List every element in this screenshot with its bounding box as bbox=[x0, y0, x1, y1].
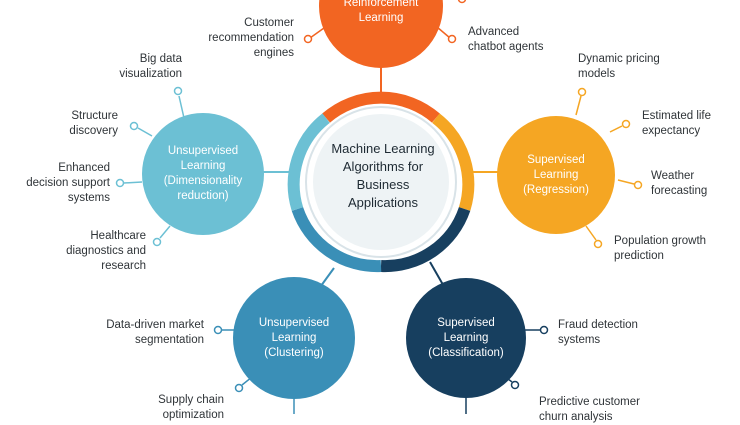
label-fraud-detection: Fraud detection systems bbox=[558, 319, 638, 346]
leaf-dot-population bbox=[593, 239, 603, 249]
leaf-dot-supply-chain bbox=[234, 383, 244, 393]
ring-segment-classification bbox=[380, 206, 471, 273]
node-clustering-label: Unsupervised Learning (Clustering) bbox=[258, 316, 330, 359]
label-market-segmentation: Data-driven market segmentation bbox=[106, 319, 204, 346]
ring-segment-dimensionality bbox=[287, 113, 330, 211]
ring-segment-reinforcement bbox=[322, 91, 440, 123]
leaf-dot-chatbot bbox=[447, 34, 457, 44]
leaf-dot-healthcare bbox=[152, 237, 162, 247]
leaf-dot-big-data bbox=[173, 86, 183, 96]
diagram-canvas: Machine Learning Algorithms for Business… bbox=[26, 0, 712, 423]
ring-segment-clustering bbox=[291, 206, 382, 273]
node-unsupervised-dimensionality: Unsupervised Learning (Dimensionality re… bbox=[142, 113, 264, 235]
leaf-dot-weather bbox=[633, 180, 643, 190]
label-decision-support: Enhanced decision support systems bbox=[26, 162, 110, 204]
label-customer-recommendation: Customer recommendation engines bbox=[208, 17, 294, 59]
label-churn-analysis: Predictive customer churn analysis bbox=[539, 396, 640, 423]
node-supervised-regression: Supervised Learning (Regression) bbox=[497, 116, 615, 234]
leaf-line-healthcare bbox=[159, 225, 171, 239]
leaf-dot-segmentation bbox=[213, 325, 223, 335]
leaf-line-customer-rec bbox=[309, 27, 325, 39]
leaf-dot-customer-rec bbox=[303, 34, 313, 44]
leaf-dot-decision-support bbox=[115, 178, 125, 188]
node-dimensionality-label: Unsupervised Learning (Dimensionality re… bbox=[163, 145, 243, 202]
leaf-dot-churn bbox=[510, 380, 520, 390]
leaf-line-big-data bbox=[178, 95, 185, 119]
node-classification-label: Supervised Learning (Classification) bbox=[428, 316, 504, 359]
leaf-dot-structure bbox=[129, 121, 139, 131]
leaf-dot-fraud bbox=[539, 325, 549, 335]
label-weather-forecasting: Weather forecasting bbox=[651, 170, 708, 197]
leaf-dot-dynamic-pricing bbox=[577, 87, 587, 97]
label-population-growth: Population growth prediction bbox=[614, 235, 707, 262]
label-healthcare-diagnostics: Healthcare diagnostics and research bbox=[66, 230, 146, 272]
node-reinforcement-label: Reinforcement Learning bbox=[343, 0, 419, 24]
leaf-line-decision-support bbox=[123, 181, 143, 184]
leaf-line-weather bbox=[617, 179, 635, 185]
leaf-dot-life-expectancy bbox=[621, 119, 631, 129]
center-title: Machine Learning Algorithms for Business… bbox=[331, 141, 435, 210]
connector-layer bbox=[115, 0, 643, 414]
label-life-expectancy: Estimated life expectancy bbox=[642, 110, 712, 137]
node-regression-label: Supervised Learning (Regression) bbox=[523, 153, 589, 196]
ring-segment-regression bbox=[432, 113, 475, 211]
leaf-line-population bbox=[585, 225, 597, 241]
label-dynamic-pricing: Dynamic pricing models bbox=[578, 53, 660, 80]
label-chatbot-agents: Advanced chatbot agents bbox=[468, 26, 544, 53]
label-supply-chain: Supply chain optimization bbox=[158, 394, 224, 421]
node-supervised-classification: Supervised Learning (Classification) bbox=[406, 278, 526, 398]
leaf-dot-reinforcement-top bbox=[457, 0, 467, 4]
node-unsupervised-clustering: Unsupervised Learning (Clustering) bbox=[233, 277, 355, 399]
center-disc bbox=[313, 114, 449, 250]
leaf-line-dynamic-pricing bbox=[575, 95, 582, 116]
leaf-line-life-expectancy bbox=[609, 125, 623, 133]
label-structure-discovery: Structure discovery bbox=[69, 110, 118, 137]
leaf-line-chatbot bbox=[436, 26, 451, 39]
label-big-data-visualization: Big data visualization bbox=[119, 53, 182, 80]
leaf-line-structure bbox=[137, 127, 153, 137]
